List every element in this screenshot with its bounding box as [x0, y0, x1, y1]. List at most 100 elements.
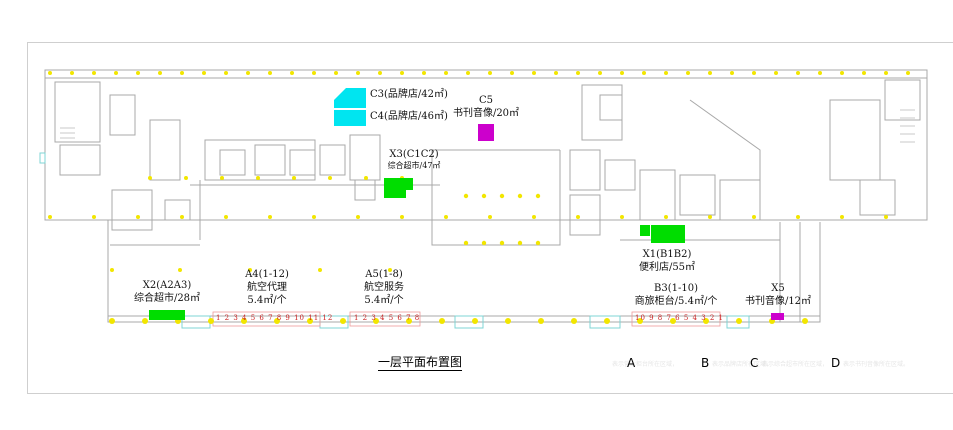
column-dot	[752, 215, 756, 219]
column-dot	[274, 318, 280, 324]
column-dot	[312, 71, 316, 75]
column-dot	[388, 268, 392, 272]
column-dot	[535, 240, 541, 246]
zone-x3-supermarket	[384, 178, 406, 198]
label-b3-code: B3(1-10)	[654, 283, 698, 294]
label-c5-desc: 书刊音像/20㎡	[452, 108, 520, 119]
column-dot	[180, 215, 184, 219]
legend-note-a: 表示营业柜台所在区域，	[612, 361, 679, 368]
column-dot	[256, 176, 260, 180]
column-dot	[488, 71, 492, 75]
label-x2-desc: 综合超市/28㎡	[133, 293, 201, 304]
column-dot	[109, 318, 115, 324]
column-dot	[686, 71, 690, 75]
label-c5-code: C5	[478, 95, 494, 106]
label-x3-code: X3(C1C2)	[389, 149, 439, 160]
column-dot	[136, 215, 140, 219]
column-dot	[248, 268, 252, 272]
column-dot	[818, 71, 822, 75]
column-dot	[142, 318, 148, 324]
building-outline-bottom	[107, 220, 821, 323]
column-dot	[92, 71, 96, 75]
label-a4-desc: 航空代理	[247, 282, 287, 293]
column-dot	[356, 215, 360, 219]
column-dot	[268, 71, 272, 75]
column-dot	[463, 240, 469, 246]
column-dot	[708, 71, 712, 75]
column-dot	[774, 71, 778, 75]
column-dot	[444, 71, 448, 75]
legend-note-b: 表示品牌店所在区域，	[712, 361, 773, 368]
column-dot	[246, 71, 250, 75]
drawing-frame	[27, 42, 953, 394]
column-dot	[906, 71, 910, 75]
column-dot	[466, 71, 470, 75]
column-dot	[840, 215, 844, 219]
label-x5-desc: 书刊音像/12㎡	[744, 296, 812, 307]
column-dot	[510, 71, 514, 75]
column-dot	[576, 215, 580, 219]
column-dot	[571, 318, 577, 324]
zone-c4-brand-store	[334, 110, 366, 126]
column-dot	[505, 318, 511, 324]
column-dot	[517, 193, 523, 199]
column-dot	[664, 71, 668, 75]
column-dot	[224, 71, 228, 75]
column-dot	[472, 318, 478, 324]
counter-row-a5	[349, 311, 421, 327]
column-dot	[576, 71, 580, 75]
legend-note-c: 表示综合超市所在区域，	[762, 361, 829, 368]
column-dot	[517, 240, 523, 246]
column-dot	[884, 71, 888, 75]
column-dot	[463, 193, 469, 199]
legend-key-a: A	[627, 356, 636, 370]
column-dot	[752, 71, 756, 75]
counter-row-b3	[631, 311, 721, 327]
column-dot	[70, 71, 74, 75]
column-dot	[796, 71, 800, 75]
column-dot	[158, 71, 162, 75]
zone-c3-brand-store	[334, 88, 366, 108]
column-dot	[136, 71, 140, 75]
column-dot	[802, 318, 808, 324]
column-dot	[840, 71, 844, 75]
column-dot	[400, 215, 404, 219]
column-dot	[334, 71, 338, 75]
legend-key-c: C	[750, 356, 759, 370]
column-dot	[400, 71, 404, 75]
column-dot	[148, 176, 152, 180]
column-dot	[884, 215, 888, 219]
column-dot	[48, 71, 52, 75]
column-dot	[180, 71, 184, 75]
column-dot	[862, 71, 866, 75]
zone-x1-store-part1	[640, 225, 650, 236]
column-dot	[620, 71, 624, 75]
counter-numbers-b3: 10 9 8 7 6 5 4 3 2 1	[635, 314, 725, 322]
counter-numbers-a5: 1 2 3 4 5 6 7 8	[354, 314, 421, 322]
column-dot	[312, 215, 316, 219]
column-dot	[598, 71, 602, 75]
label-x1-code: X1(B1B2)	[642, 249, 692, 260]
zone-c5-books	[478, 124, 494, 141]
label-c4: C4(品牌店/46㎡)	[370, 111, 448, 122]
column-dot	[481, 193, 487, 199]
column-dot	[373, 318, 379, 324]
label-a4-code: A4(1-12)	[245, 269, 289, 280]
column-dot	[340, 318, 346, 324]
column-dot	[535, 193, 541, 199]
label-a4-size: 5.4㎡/个	[247, 295, 287, 306]
column-dot	[110, 268, 114, 272]
column-dot	[620, 215, 624, 219]
column-dot	[422, 71, 426, 75]
column-dot	[208, 318, 214, 324]
column-dot	[241, 318, 247, 324]
zone-x1-store-part2	[651, 225, 685, 243]
column-dot	[637, 318, 643, 324]
column-dot	[290, 71, 294, 75]
column-dot	[708, 215, 712, 219]
column-dot	[48, 215, 52, 219]
column-dot	[604, 318, 610, 324]
zone-x5-books	[771, 313, 784, 320]
column-dot	[532, 215, 536, 219]
label-x3-desc: 综合超市/47㎡	[387, 161, 441, 170]
